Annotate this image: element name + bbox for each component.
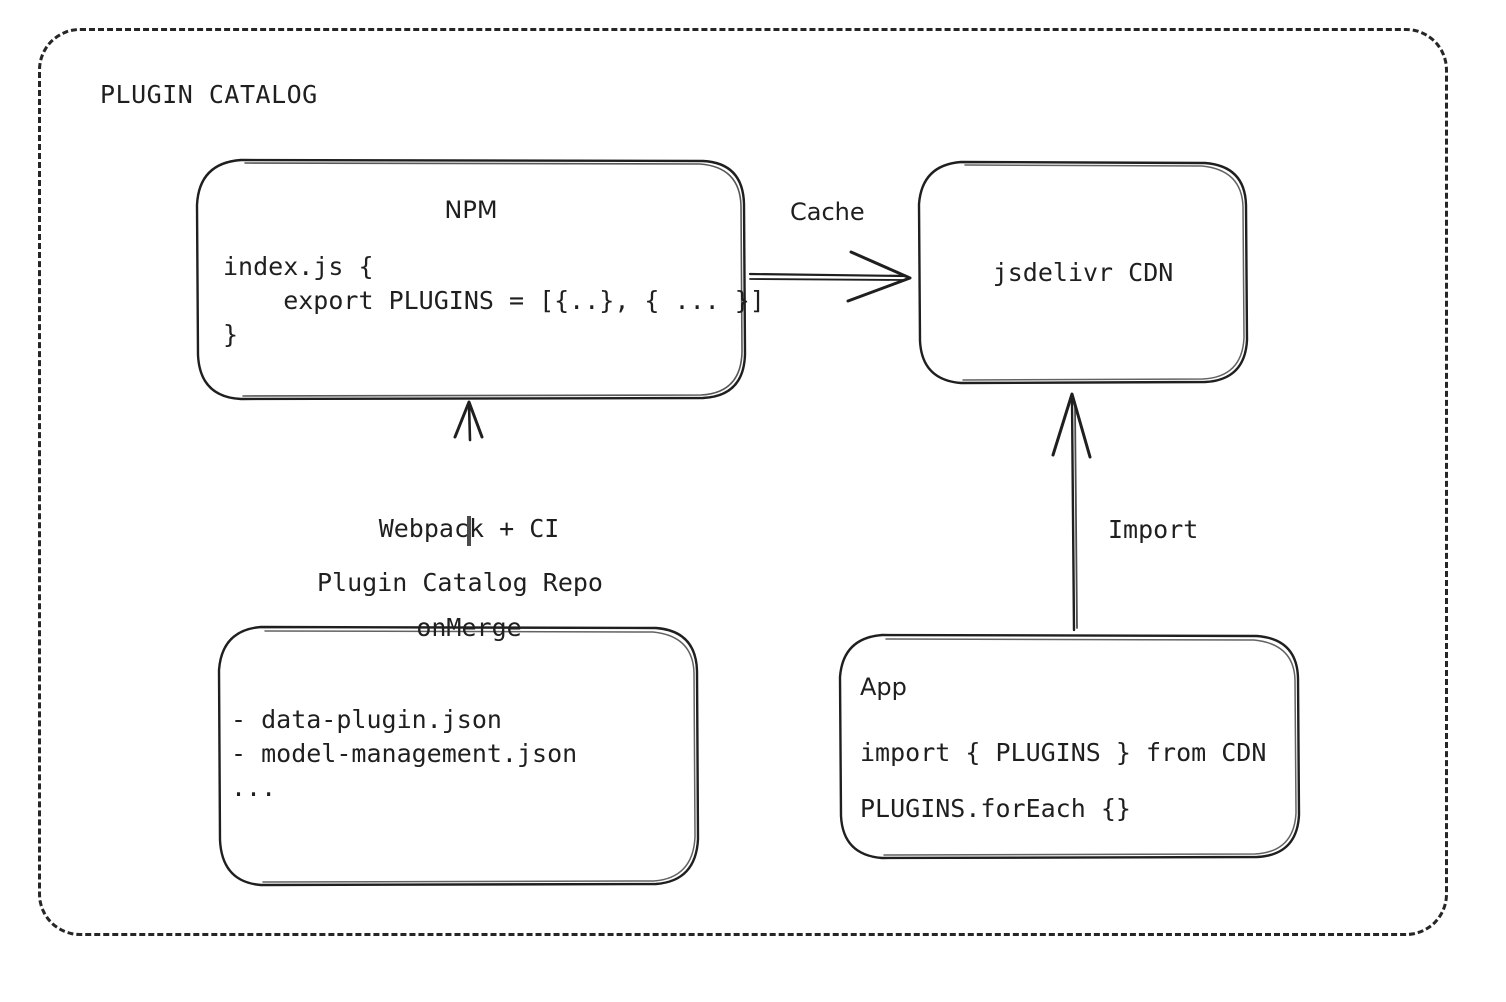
cdn-box-content: jsdelivr CDN xyxy=(917,160,1249,385)
node-jsdelivr-cdn[interactable]: jsdelivr CDN xyxy=(917,160,1249,385)
repo-file-list: - data-plugin.json - model-management.js… xyxy=(231,703,577,805)
app-code-line: PLUGINS.forEach {} xyxy=(860,794,1131,823)
npm-box-outline xyxy=(195,158,747,401)
repo-file-item: - model-management.json xyxy=(231,739,578,768)
app-code-block: import { PLUGINS } from CDN PLUGINS.forE… xyxy=(860,725,1266,837)
npm-code-line: } xyxy=(223,320,239,349)
edge-label-build-line2: onMerge xyxy=(416,613,522,642)
npm-code-line: index.js { xyxy=(223,252,374,281)
edge-label-build: Webpack + CI onMerge xyxy=(340,446,598,710)
cdn-box-outline xyxy=(917,160,1249,385)
node-plugin-catalog-repo[interactable]: - data-plugin.json - model-management.js… xyxy=(217,625,700,887)
repo-file-item: ... xyxy=(231,773,277,802)
repo-caption: Plugin Catalog Repo xyxy=(317,568,603,597)
app-title: App xyxy=(860,673,907,701)
repo-box-outline xyxy=(217,625,700,887)
app-box-outline xyxy=(838,633,1301,860)
node-npm[interactable]: NPM index.js { export PLUGINS = [{..}, {… xyxy=(195,158,765,401)
page-title: PLUGIN CATALOG xyxy=(100,80,318,109)
node-app[interactable]: App import { PLUGINS } from CDN PLUGINS.… xyxy=(838,633,1301,860)
npm-code-block: index.js { export PLUGINS = [{..}, { ...… xyxy=(223,250,765,352)
app-box-content: App import { PLUGINS } from CDN PLUGINS.… xyxy=(838,633,1301,860)
app-code-line: import { PLUGINS } from CDN xyxy=(860,738,1267,767)
repo-box-content: - data-plugin.json - model-management.js… xyxy=(217,625,700,887)
npm-code-line: export PLUGINS = [{..}, { ... }] xyxy=(223,286,765,315)
repo-file-item: - data-plugin.json xyxy=(231,705,502,734)
edge-label-import: Import xyxy=(1108,515,1199,544)
edge-label-build-line1: Webpack + CI xyxy=(378,514,560,543)
cdn-label: jsdelivr CDN xyxy=(992,258,1174,287)
npm-box-content: NPM index.js { export PLUGINS = [{..}, {… xyxy=(195,158,765,401)
plugin-catalog-container xyxy=(38,28,1448,936)
edge-label-cache: Cache xyxy=(790,198,865,226)
npm-title: NPM xyxy=(444,196,498,224)
